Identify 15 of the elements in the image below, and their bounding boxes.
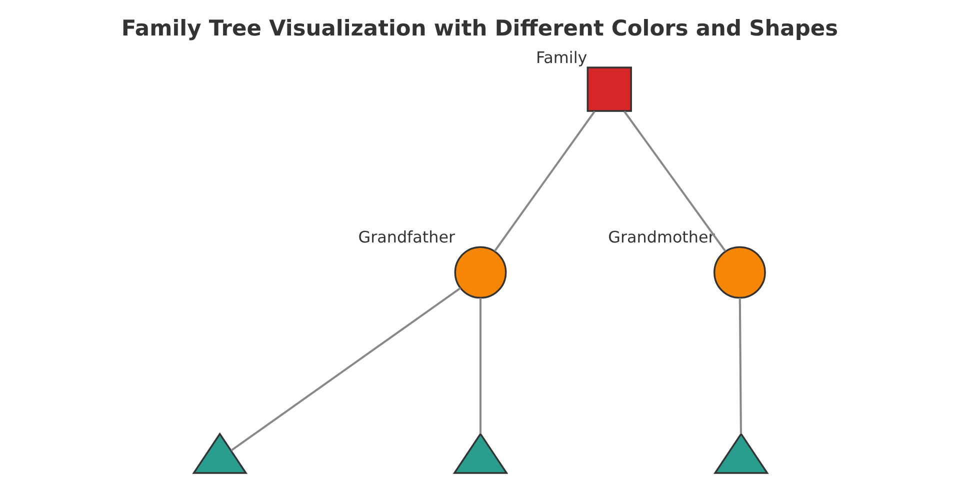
node-circle [713, 246, 766, 299]
connector [623, 110, 726, 252]
connector [478, 298, 482, 434]
node-box [586, 66, 632, 112]
connector [738, 298, 742, 434]
node-label: Family [536, 48, 587, 67]
connector [230, 287, 461, 452]
node-triangle [452, 432, 508, 474]
connector [493, 110, 595, 252]
diagram-title: Family Tree Visualization with Different Colors and Shapes [120, 16, 838, 42]
node-label: Grandmother [608, 227, 714, 246]
node-label: Grandfather [358, 227, 455, 246]
node-triangle [712, 432, 768, 474]
node-circle [454, 246, 506, 299]
node-triangle [192, 432, 248, 474]
